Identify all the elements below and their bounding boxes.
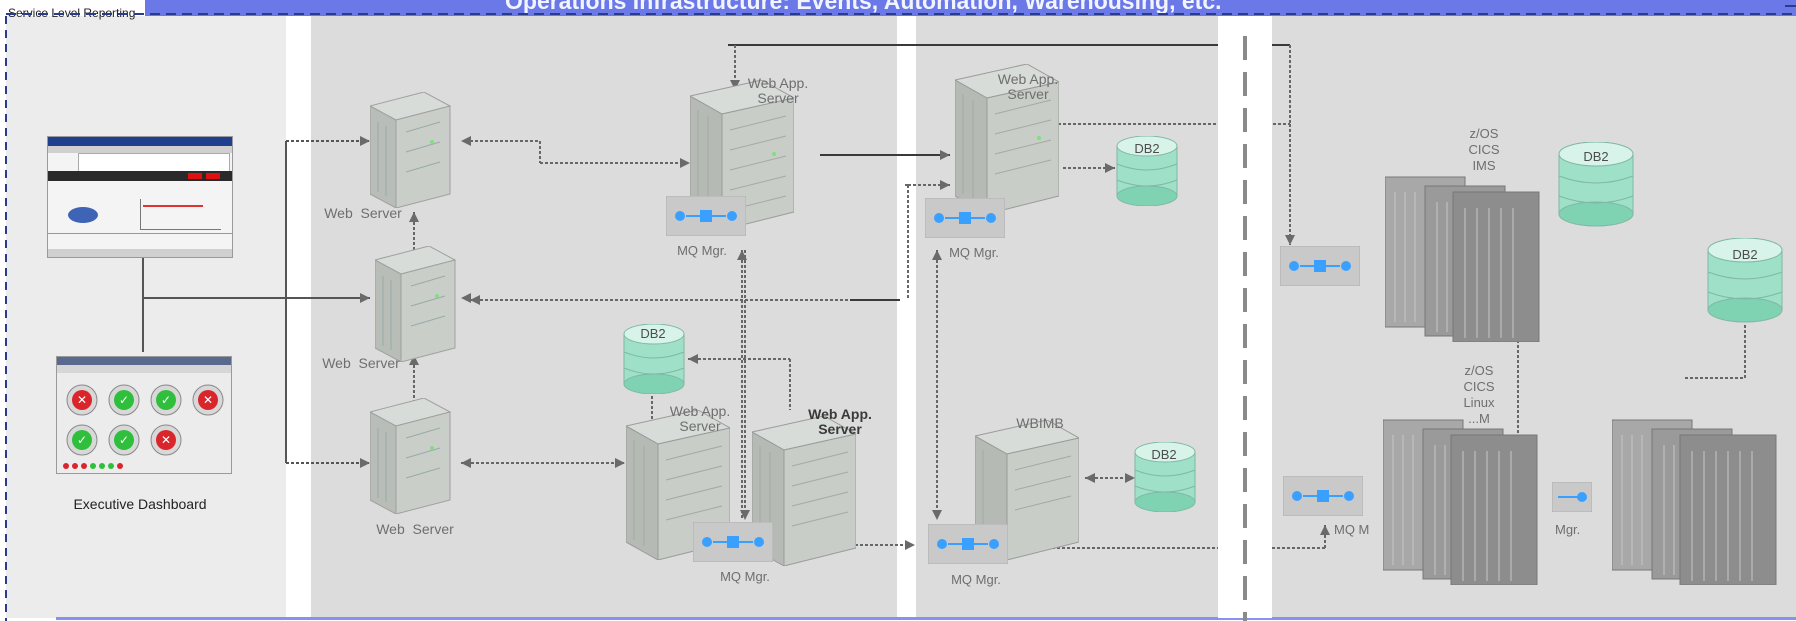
db2-2-label: DB2 (640, 326, 666, 341)
svg-text:✓: ✓ (119, 393, 129, 407)
web-server-3-label: Web Server (376, 521, 454, 537)
mainframe-2-label: z/OS CICS Linux ...M (1463, 363, 1495, 426)
mq-manager-5-icon (1280, 246, 1360, 286)
header-title: Operations Infrastructure: Events, Autom… (505, 0, 1222, 14)
db2-1-label: DB2 (1134, 141, 1160, 156)
wbimb-label: WBIMB (1016, 415, 1064, 431)
mq-manager-2-icon (925, 198, 1005, 238)
mq-manager-1-label: MQ Mgr. (677, 243, 727, 258)
db2-5-icon (1707, 238, 1783, 323)
mq-manager-5-label: MQ M (1334, 522, 1370, 537)
header-band: Operations Infrastructure: Events, Autom… (145, 0, 1796, 16)
db2-1-icon (1116, 136, 1178, 206)
web-app-server-2-label: Web App. Server (997, 71, 1059, 103)
db2-4-label: DB2 (1583, 149, 1609, 164)
web-server-1-icon (370, 92, 452, 208)
mq-manager-2-label: MQ Mgr. (949, 245, 999, 260)
mq-manager-4-icon (928, 524, 1008, 564)
mainframe-1-label: z/OS CICS IMS (1468, 126, 1500, 173)
svg-text:✓: ✓ (161, 393, 171, 407)
db2-5-label: DB2 (1732, 247, 1758, 262)
svg-text:✕: ✕ (161, 433, 171, 447)
web-app-server-4-label: Web App. Server (808, 406, 872, 438)
mq-manager-4-label: MQ Mgr. (951, 572, 1001, 587)
web-server-1-label: Web Server (324, 205, 402, 221)
svg-text:✕: ✕ (77, 393, 87, 407)
mq-manager-6-label: Mgr. (1555, 522, 1581, 537)
svg-text:✕: ✕ (203, 393, 213, 407)
mq-manager-1-icon (666, 196, 746, 236)
mainframe-2-icon (1383, 419, 1538, 585)
db2-4-icon (1558, 142, 1634, 227)
dashboard-gauges: ✕ ✓ ✓ ✕ ✓ ✓ ✕ (63, 384, 224, 469)
mainframe-3-icon (1612, 419, 1777, 585)
mq-manager-6-icon (1283, 476, 1363, 516)
web-server-2-icon (375, 246, 457, 362)
executive-dashboard-caption: Executive Dashboard (73, 496, 207, 512)
web-app-server-2-icon (955, 64, 1059, 214)
wan-separator (1243, 36, 1247, 621)
mq-manager-7-icon (1552, 482, 1592, 512)
db2-2-icon (623, 324, 685, 394)
web-server-3-icon (370, 398, 452, 514)
db2-3-icon (1134, 442, 1196, 512)
web-server-2-label: Web Server (322, 355, 400, 371)
svg-text:✓: ✓ (77, 433, 87, 447)
left-panel (6, 16, 286, 618)
mq-manager-3-label: MQ Mgr. (720, 569, 770, 584)
service-report-screenshot (47, 136, 233, 258)
mainframe-1-icon (1385, 176, 1540, 342)
bottom-line (56, 617, 1796, 620)
mq-manager-3-icon (693, 522, 773, 562)
svg-text:✓: ✓ (119, 433, 129, 447)
web-app-server-3-label: Web App. Server (669, 403, 731, 435)
web-app-server-1-label: Web App. Server (747, 75, 809, 107)
db2-3-label: DB2 (1151, 447, 1177, 462)
